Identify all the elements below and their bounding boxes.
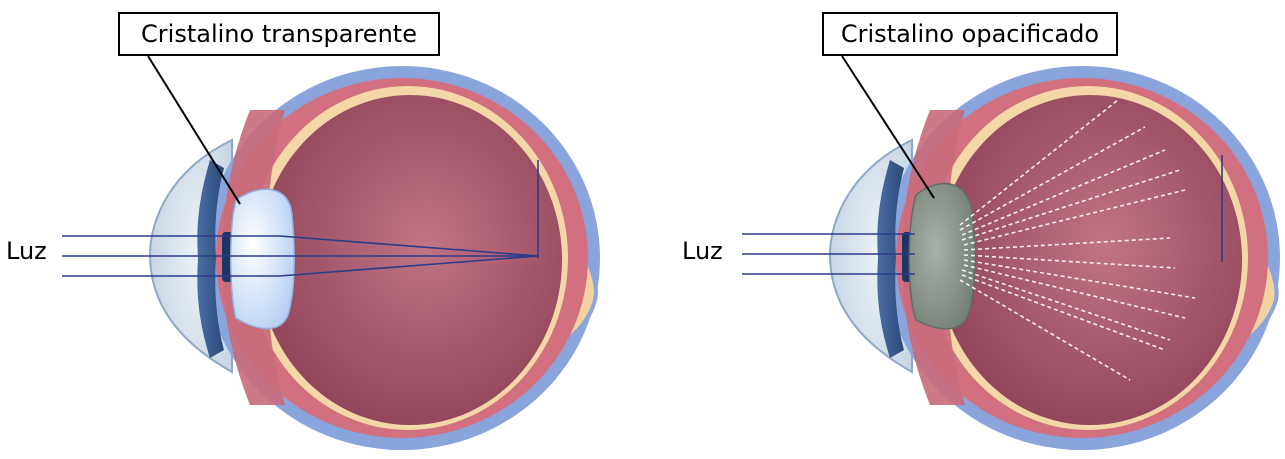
light-label-left: Luz xyxy=(6,237,47,265)
left-lens-clear xyxy=(231,189,294,328)
light-label-right: Luz xyxy=(682,237,723,265)
callout-cristalino-opacificado: Cristalino opacificado xyxy=(822,12,1118,56)
right-lens-cloudy xyxy=(909,184,975,329)
right-eye xyxy=(742,56,1280,450)
right-vitreous xyxy=(938,95,1242,425)
left-vitreous xyxy=(258,95,562,425)
callout-cristalino-transparente: Cristalino transparente xyxy=(118,12,440,56)
left-eye xyxy=(62,56,600,450)
